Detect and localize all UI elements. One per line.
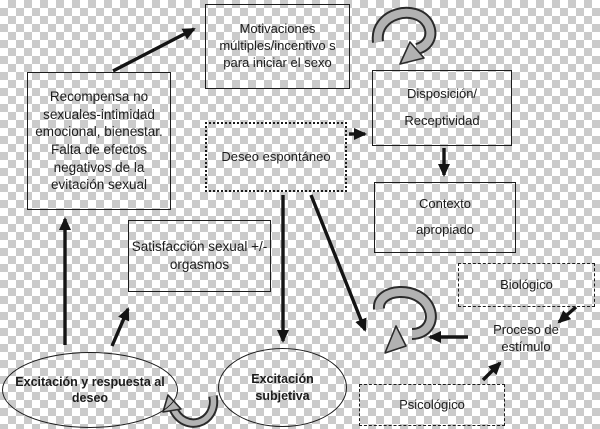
node-psicologico: Psicológico	[359, 384, 505, 426]
node-deseo-espontaneo: Deseo espontáneo	[205, 122, 347, 192]
arrow-psicologico-to-proceso	[481, 361, 502, 382]
node-motivaciones: Motivaciones múltiples/incentivo s para …	[205, 4, 350, 89]
node-disposicion-line2: Receptividad	[404, 112, 480, 128]
gray-curl-into-disposicion-icon	[371, 6, 437, 65]
node-recompensa-label: Recompensa no sexuales-intimidad emocion…	[35, 89, 163, 193]
node-psicologico-label: Psicológico	[399, 396, 465, 412]
node-disposicion-line1: Disposición/	[406, 86, 478, 102]
arrow-respuesta-to-satisfaccion	[110, 307, 130, 347]
node-satisfaccion: Satisfacción sexual +/- orgasmos	[128, 220, 271, 292]
arrow-recompensa-to-motivaciones	[112, 27, 196, 73]
node-excitacion-y-respuesta: Excitación y respuesta al deseo	[2, 352, 178, 428]
node-contexto-line2: apropiado	[416, 221, 474, 237]
node-proceso-de-estimulo: Proceso de estímulo	[476, 322, 576, 356]
node-contexto-apropiado: Contexto apropiado	[374, 182, 516, 253]
arrow-biologico-to-proceso	[557, 305, 578, 324]
node-excitacion-subjetiva-label: Excitación subjetiva	[251, 372, 314, 403]
node-disposicion-receptividad: Disposición/ Receptividad	[372, 70, 512, 146]
node-deseo-espontaneo-label: Deseo espontáneo	[221, 148, 331, 164]
node-biologico-label: Biológico	[500, 276, 553, 292]
node-biologico: Biológico	[458, 263, 595, 307]
node-contexto-line1: Contexto	[418, 196, 472, 212]
gray-curl-stimulus-cycle-icon	[373, 286, 437, 354]
arrow-deseo-to-stimulus-cycle	[309, 194, 367, 332]
node-satisfaccion-label: Satisfacción sexual +/- orgasmos	[131, 239, 268, 272]
node-proceso-label: Proceso de estímulo	[493, 322, 559, 354]
node-motivaciones-label: Motivaciones múltiples/incentivo s para …	[219, 21, 336, 70]
node-excitacion-subjetiva: Excitación subjetiva	[218, 348, 347, 427]
node-excitacion-y-respuesta-label: Excitación y respuesta al deseo	[15, 374, 165, 405]
node-recompensa: Recompensa no sexuales-intimidad emocion…	[27, 72, 171, 210]
